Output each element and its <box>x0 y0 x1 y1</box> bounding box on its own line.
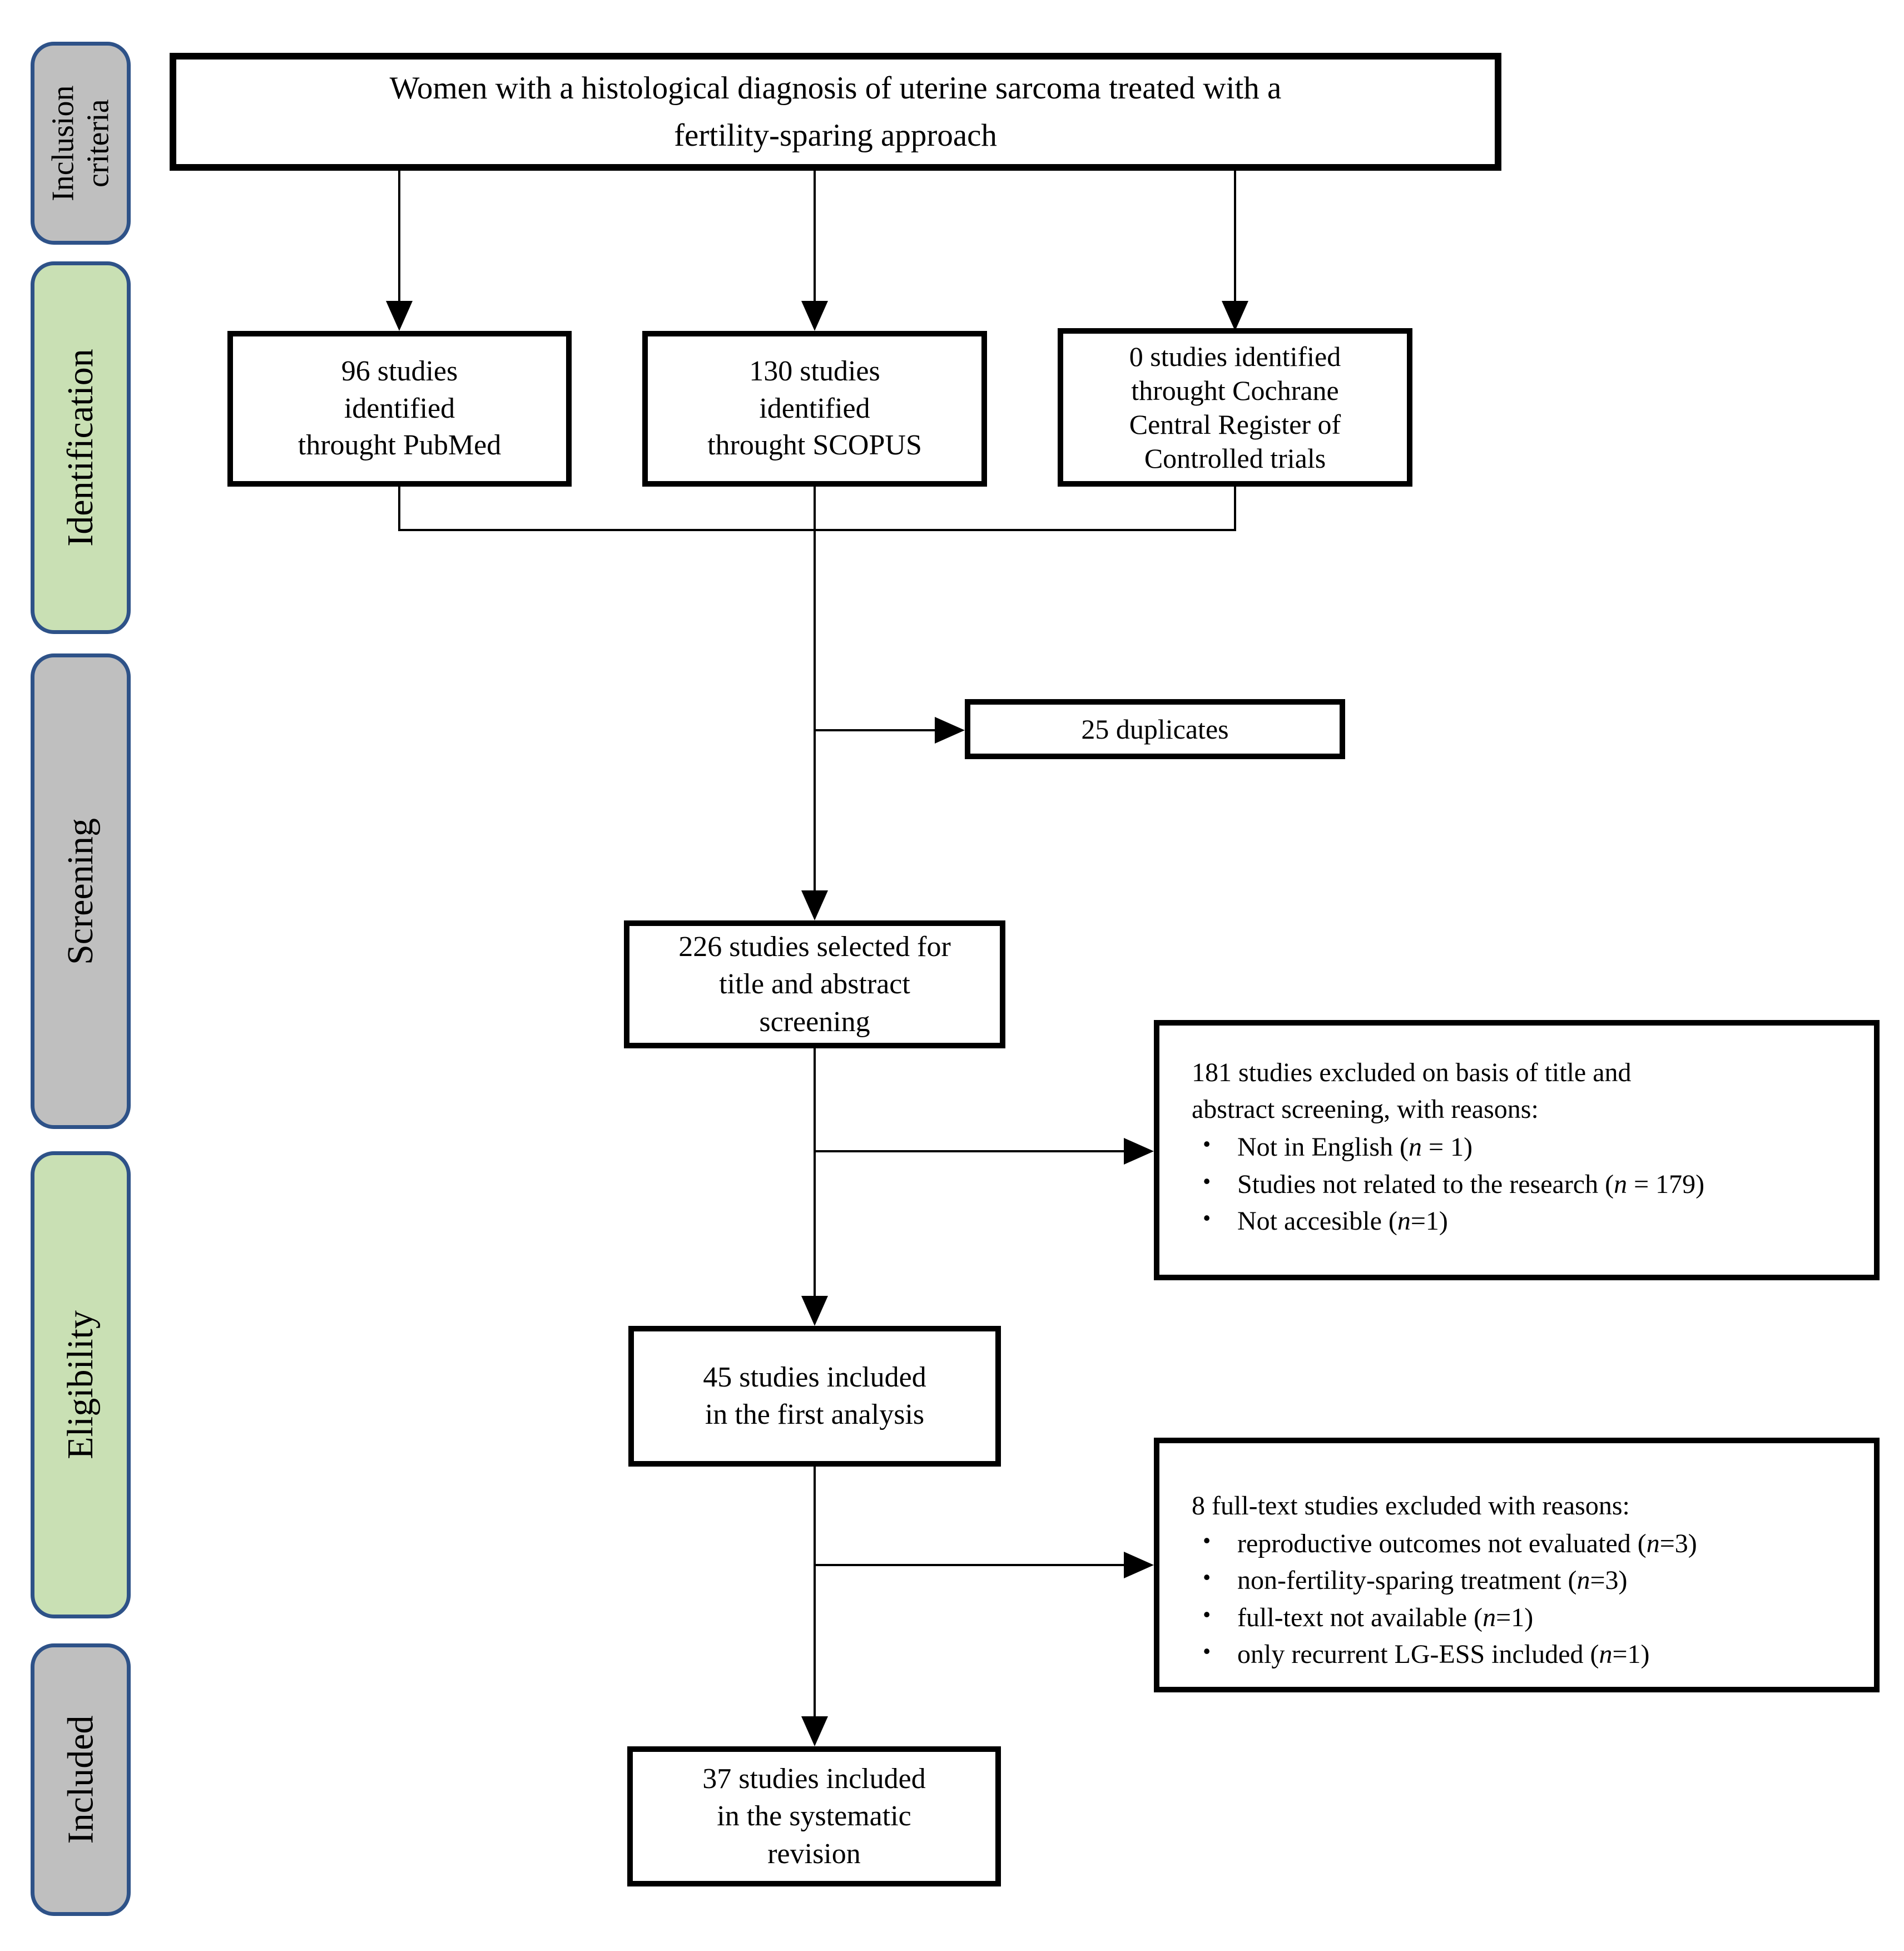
stage-included: Included <box>31 1643 131 1916</box>
arrowhead-excluded-full-text <box>1124 1552 1154 1578</box>
arrowhead-systematic-revision <box>801 1716 828 1746</box>
arrowhead-duplicates <box>935 717 965 744</box>
connector-to-duplicates <box>814 729 937 731</box>
arrowhead-first-analysis <box>801 1296 828 1326</box>
box-excluded-full-text-reasons: reproductive outcomes not evaluated (n=3… <box>1192 1526 1857 1673</box>
box-excluded-title-abstract: 181 studies excluded on basis of title a… <box>1154 1020 1880 1280</box>
connector-top-to-pubmed <box>398 171 400 302</box>
connector-screening-to-first-analysis <box>814 1048 816 1298</box>
reason-item: full-text not available (n=1) <box>1203 1600 1857 1636</box>
connector-top-to-scopus <box>814 171 816 302</box>
box-duplicates: 25 duplicates <box>965 699 1345 759</box>
box-inclusion-criteria-text: Women with a histological diagnosis of u… <box>389 70 1282 153</box>
box-excluded-full-text: 8 full-text studies excluded with reason… <box>1154 1438 1880 1692</box>
connector-cochrane-merge <box>1234 487 1236 531</box>
arrowhead-pubmed <box>386 301 413 331</box>
connector-pubmed-merge <box>398 487 400 531</box>
arrowhead-screening <box>801 890 828 920</box>
stage-eligibility: Eligibility <box>31 1151 131 1618</box>
connector-merge-to-screening <box>814 487 816 892</box>
connector-first-analysis-to-revision <box>814 1467 816 1719</box>
stage-screening-label: Screening <box>60 818 101 965</box>
stage-identification-label: Identification <box>60 349 101 547</box>
connector-to-excluded-full-text <box>814 1564 1126 1566</box>
reason-item: Studies not related to the research (n =… <box>1203 1166 1852 1203</box>
reason-item: Not accesible (n=1) <box>1203 1203 1852 1240</box>
reason-item: Not in English (n = 1) <box>1203 1129 1852 1166</box>
reason-item: only recurrent LG-ESS included (n=1) <box>1203 1636 1857 1673</box>
stage-screening: Screening <box>31 653 131 1129</box>
connector-to-excluded-title-abstract <box>814 1150 1126 1152</box>
arrowhead-excluded-title-abstract <box>1124 1138 1154 1165</box>
reason-item: reproductive outcomes not evaluated (n=3… <box>1203 1526 1857 1562</box>
stage-eligibility-label: Eligibility <box>60 1310 101 1459</box>
arrowhead-cochrane <box>1222 301 1248 331</box>
stage-included-label: Included <box>60 1715 101 1844</box>
box-excluded-title-abstract-reasons: Not in English (n = 1)Studies not relate… <box>1192 1129 1852 1240</box>
box-duplicates-text: 25 duplicates <box>1081 714 1229 745</box>
box-excluded-title-abstract-title: 181 studies excluded on basis of title a… <box>1192 1058 1632 1125</box>
stage-identification: Identification <box>31 261 131 634</box>
connector-merge-horizontal <box>398 529 1236 531</box>
box-inclusion-criteria: Women with a histological diagnosis of u… <box>170 53 1501 171</box>
box-excluded-full-text-title: 8 full-text studies excluded with reason… <box>1192 1491 1630 1521</box>
connector-top-to-cochrane <box>1234 171 1236 302</box>
arrowhead-scopus <box>801 301 828 331</box>
reason-item: non-fertility-sparing treatment (n=3) <box>1203 1562 1857 1599</box>
